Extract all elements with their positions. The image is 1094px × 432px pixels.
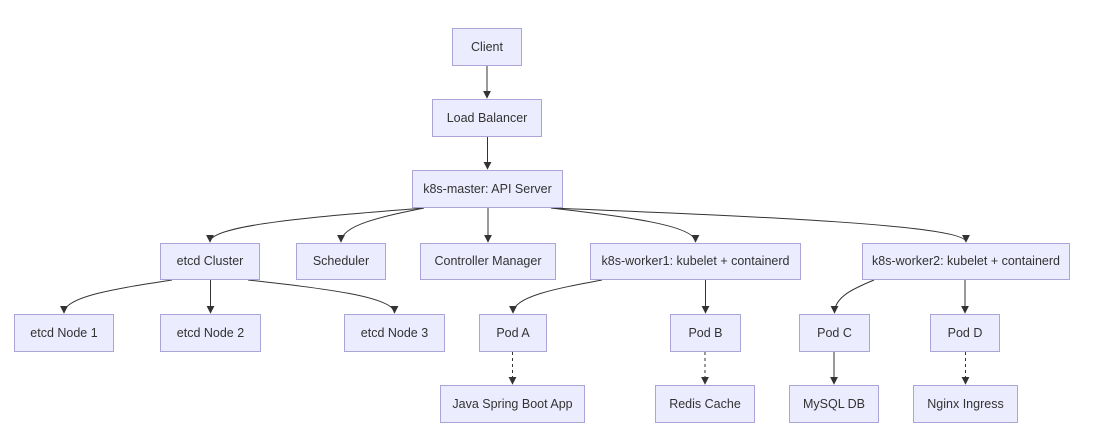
node-label-e1: etcd Node 1	[30, 325, 98, 340]
node-label-lb: Load Balancer	[446, 110, 528, 125]
node-w2: k8s-worker2: kubelet + containerd	[862, 243, 1070, 280]
edge-master-sched	[337, 207, 425, 243]
node-label-redis: Redis Cache	[669, 396, 741, 411]
node-label-client: Client	[471, 39, 503, 54]
node-label-e3: etcd Node 3	[360, 325, 429, 340]
edge-etcd-e3	[247, 279, 399, 314]
edge-w2-podC	[830, 279, 875, 314]
node-client: Client	[452, 28, 522, 66]
node-podD: Pod D	[930, 314, 1000, 352]
node-label-master: k8s-master: API Server	[423, 181, 552, 196]
node-master: k8s-master: API Server	[412, 170, 563, 208]
node-label-cm: Controller Manager	[434, 254, 542, 269]
node-label-mysql: MySQL DB	[802, 396, 866, 411]
node-label-podA: Pod A	[496, 325, 530, 340]
node-label-w1: k8s-worker1: kubelet + containerd	[601, 254, 790, 269]
node-redis: Redis Cache	[655, 385, 755, 423]
edge-etcd-e1	[60, 279, 173, 314]
edge-master-w2	[550, 207, 970, 243]
node-nginx: Nginx Ingress	[913, 385, 1018, 423]
node-podA: Pod A	[479, 314, 547, 352]
node-label-sched: Scheduler	[312, 254, 370, 269]
node-sched: Scheduler	[296, 243, 386, 280]
node-e2: etcd Node 2	[160, 314, 261, 352]
node-cm: Controller Manager	[420, 243, 556, 280]
edge-w1-podA	[509, 279, 603, 314]
node-label-e2: etcd Node 2	[176, 325, 245, 340]
node-e1: etcd Node 1	[14, 314, 114, 352]
node-label-podD: Pod D	[947, 325, 983, 340]
edge-master-etcd	[206, 207, 425, 243]
node-podB: Pod B	[670, 314, 741, 352]
node-podC: Pod C	[799, 314, 870, 352]
node-label-w2: k8s-worker2: kubelet + containerd	[872, 254, 1060, 269]
node-label-podB: Pod B	[688, 325, 723, 340]
node-label-java: Java Spring Boot App	[452, 396, 573, 411]
node-label-podC: Pod C	[817, 325, 852, 340]
node-label-nginx: Nginx Ingress	[927, 396, 1004, 411]
node-lb: Load Balancer	[432, 99, 542, 137]
edge-master-w1	[550, 207, 700, 243]
node-java: Java Spring Boot App	[440, 385, 585, 423]
node-etcd: etcd Cluster	[160, 243, 260, 280]
node-e3: etcd Node 3	[344, 314, 445, 352]
node-w1: k8s-worker1: kubelet + containerd	[590, 243, 801, 280]
node-label-etcd: etcd Cluster	[176, 254, 244, 269]
node-mysql: MySQL DB	[789, 385, 879, 423]
